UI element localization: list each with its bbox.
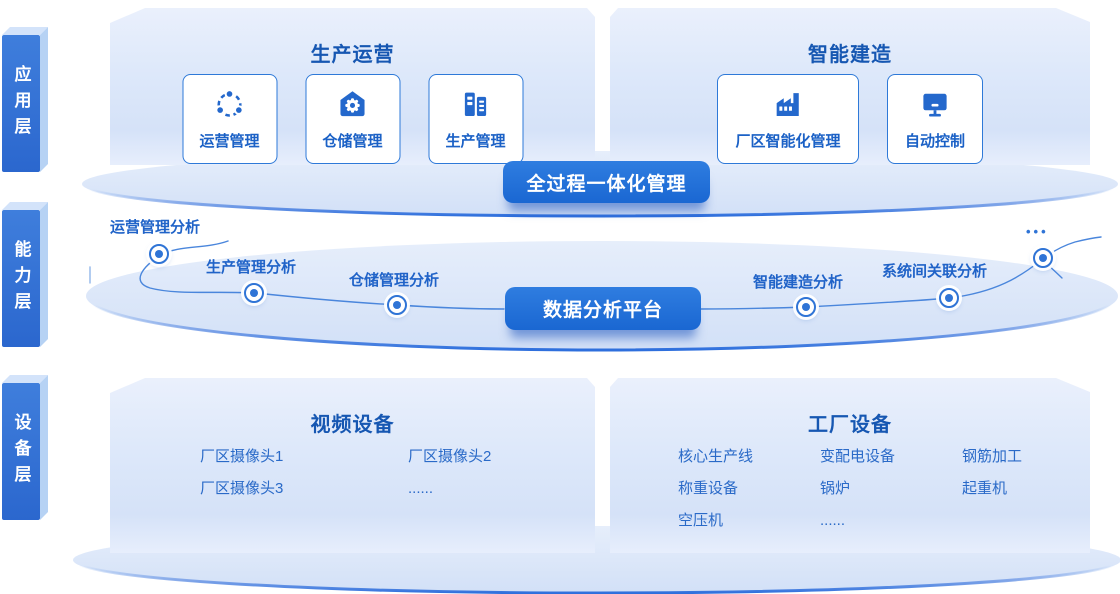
card-label: 自动控制 bbox=[904, 133, 965, 150]
analysis-label-operations: 运营管理分析 bbox=[110, 219, 201, 236]
card-label: 仓储管理 bbox=[322, 133, 383, 150]
buildings-icon bbox=[459, 87, 493, 121]
more-indicator: ••• bbox=[1026, 224, 1049, 239]
analysis-node bbox=[796, 297, 816, 317]
banner-integrated-management: 全过程一体化管理 bbox=[503, 161, 710, 203]
group-title: 工厂设备 bbox=[808, 414, 892, 436]
card-label: 生产管理 bbox=[445, 133, 506, 150]
panel-production-operations: 生产运营 运营管理 bbox=[110, 8, 595, 165]
device-item: 厂区摄像头2 bbox=[408, 448, 492, 465]
card-label: 运营管理 bbox=[199, 133, 260, 150]
card-production-management: 生产管理 bbox=[428, 74, 523, 164]
group-title: 生产运营 bbox=[310, 44, 395, 66]
layer-tab-label: 能力层 bbox=[11, 239, 31, 318]
tab-side-bevel bbox=[40, 202, 48, 347]
factory-device-list: 核心生产线 变配电设备 钢筋加工 称重设备 锅炉 起重机 空压机 ...... bbox=[678, 447, 1104, 531]
device-item: 核心生产线 bbox=[678, 448, 754, 465]
analysis-node bbox=[1033, 248, 1053, 268]
group-title: 智能建造 bbox=[808, 44, 892, 66]
analysis-label-warehouse: 仓储管理分析 bbox=[349, 272, 440, 289]
card-operations-management: 运营管理 bbox=[182, 74, 277, 164]
network-icon bbox=[213, 87, 247, 121]
group-title: 视频设备 bbox=[310, 414, 395, 436]
device-item: ...... bbox=[408, 480, 434, 497]
device-item: ...... bbox=[820, 512, 846, 529]
device-item: 起重机 bbox=[962, 480, 1008, 497]
warehouse-gear-icon bbox=[336, 87, 370, 121]
device-item: 锅炉 bbox=[820, 480, 851, 497]
panel-video-equipment: 视频设备 厂区摄像头1 厂区摄像头2 厂区摄像头3 ...... bbox=[110, 378, 595, 553]
device-item: 变配电设备 bbox=[820, 448, 896, 465]
card-label: 厂区智能化管理 bbox=[735, 133, 841, 150]
panel-intelligent-construction: 智能建造 厂区智能化管理 自动控制 bbox=[610, 8, 1090, 165]
analysis-node bbox=[939, 288, 959, 308]
device-item: 厂区摄像头1 bbox=[200, 448, 284, 465]
data-analysis-platform-pill: 数据分析平台 bbox=[505, 287, 701, 330]
tab-side-bevel bbox=[40, 27, 48, 172]
tab-side-bevel bbox=[40, 375, 48, 520]
panel-factory-equipment: 工厂设备 核心生产线 变配电设备 钢筋加工 称重设备 锅炉 起重机 空压机 ..… bbox=[610, 378, 1090, 553]
factory-icon bbox=[771, 87, 805, 121]
device-item: 空压机 bbox=[678, 512, 724, 529]
analysis-label-construction: 智能建造分析 bbox=[753, 274, 844, 291]
analysis-label-production: 生产管理分析 bbox=[206, 259, 297, 276]
analysis-node bbox=[149, 244, 169, 264]
device-item: 称重设备 bbox=[678, 480, 739, 497]
card-factory-intelligent-management: 厂区智能化管理 bbox=[717, 74, 859, 164]
video-device-list: 厂区摄像头1 厂区摄像头2 厂区摄像头3 ...... bbox=[200, 447, 616, 499]
layer-tab-label: 设备层 bbox=[11, 412, 31, 491]
layer-tab-label: 应用层 bbox=[11, 64, 31, 143]
device-item: 厂区摄像头3 bbox=[200, 480, 284, 497]
card-automatic-control: 自动控制 bbox=[887, 74, 983, 164]
analysis-node bbox=[244, 283, 264, 303]
tab-top-bevel bbox=[2, 27, 48, 35]
analysis-node bbox=[387, 295, 407, 315]
monitor-icon bbox=[918, 87, 952, 121]
analysis-label-system-correlation: 系统间关联分析 bbox=[882, 263, 988, 280]
card-warehouse-management: 仓储管理 bbox=[305, 74, 400, 164]
tab-top-bevel bbox=[2, 375, 48, 383]
device-item: 钢筋加工 bbox=[962, 448, 1023, 465]
tab-top-bevel bbox=[2, 202, 48, 210]
